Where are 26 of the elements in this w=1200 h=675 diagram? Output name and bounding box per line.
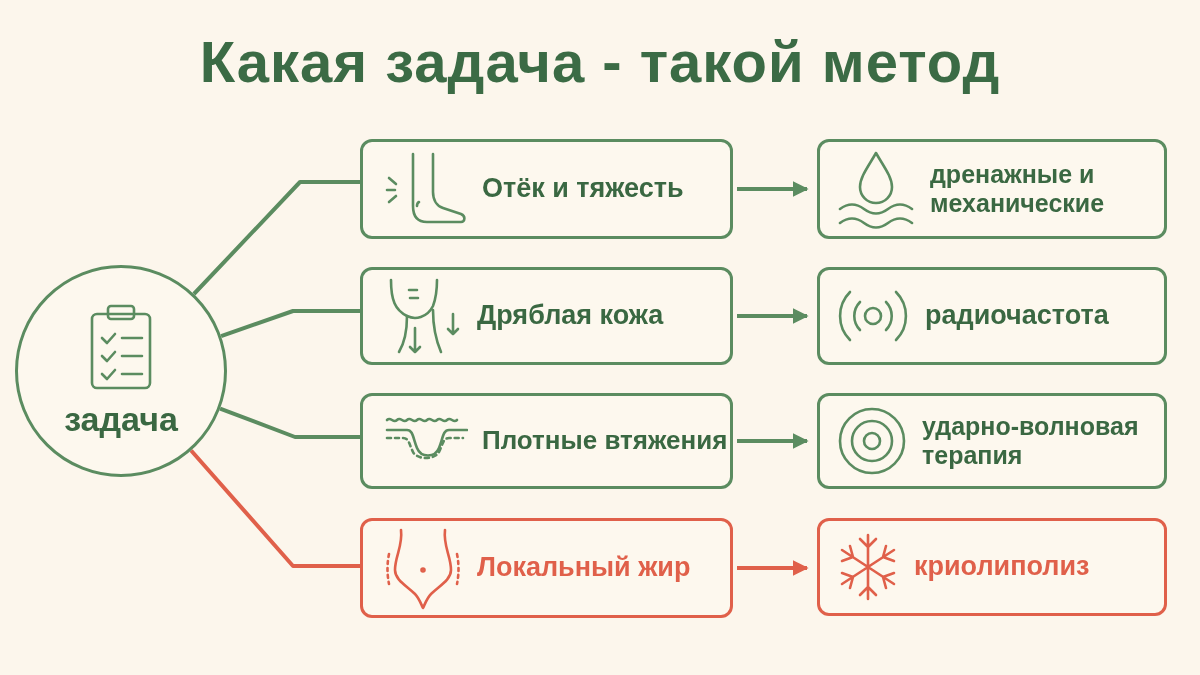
process-box bbox=[360, 139, 733, 239]
connector-line bbox=[220, 309, 360, 338]
arrow bbox=[737, 308, 809, 324]
arrow bbox=[737, 433, 809, 449]
connector-line bbox=[189, 449, 360, 568]
process-box bbox=[817, 518, 1167, 616]
arrow bbox=[737, 560, 809, 576]
process-box bbox=[360, 518, 733, 618]
process-box bbox=[360, 393, 733, 489]
box-label: ударно-волновая терапия bbox=[922, 412, 1140, 470]
process-box bbox=[360, 267, 733, 365]
box-label: Отёк и тяжесть bbox=[482, 173, 684, 205]
box-label: Дряблая кожа bbox=[477, 300, 664, 332]
connector-line bbox=[219, 406, 360, 439]
process-box bbox=[817, 393, 1167, 489]
arrow bbox=[737, 181, 809, 197]
process-box bbox=[817, 139, 1167, 239]
connector-line bbox=[192, 180, 360, 296]
box-label: Плотные втяжения bbox=[482, 426, 728, 456]
node-label: задача bbox=[64, 400, 178, 440]
box-label: дренажные и механические bbox=[930, 160, 1106, 218]
title: Какая задача - такой метод bbox=[198, 28, 1002, 95]
box-label: Локальный жир bbox=[477, 552, 691, 584]
box-label: криолиполиз bbox=[914, 551, 1090, 583]
process-box bbox=[817, 267, 1167, 365]
box-label: радиочастота bbox=[925, 300, 1109, 332]
